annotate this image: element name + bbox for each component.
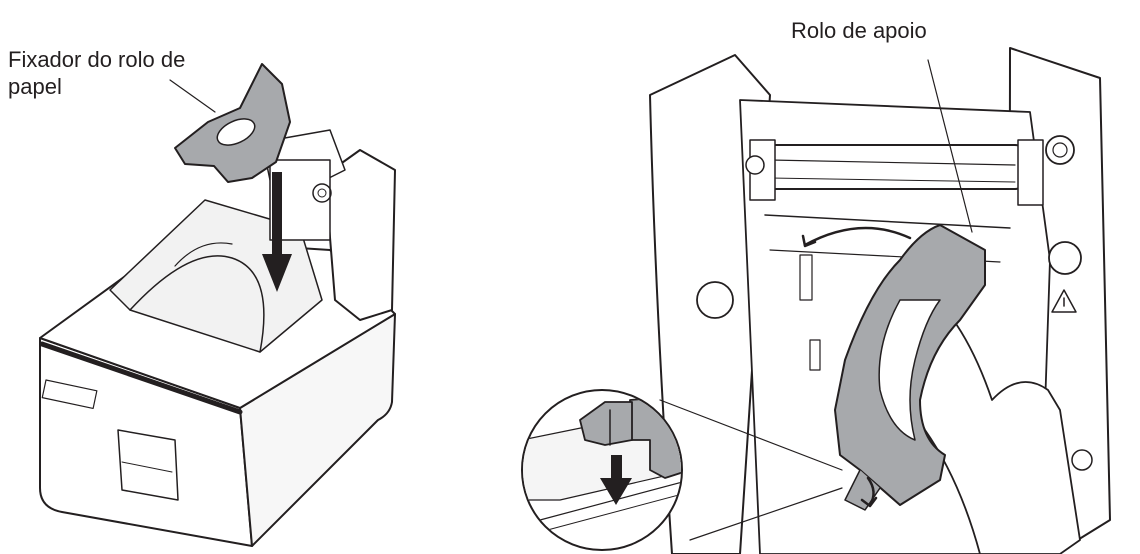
printer-right-illustration [521, 47, 1111, 554]
magnifier-leader-bottom [689, 487, 843, 541]
paper-outlet [117, 429, 179, 501]
callout-paper-roll-holder-line2: papel [8, 74, 62, 99]
down-arrow-icon [262, 172, 292, 292]
gear [312, 183, 332, 203]
callout-leader-left [169, 79, 216, 113]
callout-backup-roller: Rolo de apoio [791, 18, 927, 43]
callout-leader-right [927, 59, 973, 233]
backup-roller [759, 144, 1026, 190]
warning-triangle-icon [1051, 289, 1077, 313]
callout-paper-roll-holder: Fixador do rolo de papel [8, 46, 185, 100]
magnifier-leader-top [659, 399, 843, 471]
side-hole-right [1048, 241, 1082, 275]
curved-arrow-icon [803, 226, 912, 247]
front-slot [39, 341, 243, 415]
printer-side-face [239, 313, 396, 547]
roller-gear-left [745, 155, 765, 175]
printer-cover [324, 149, 396, 321]
down-arrow-icon-zoom [600, 455, 632, 505]
roller-gear-right [1045, 135, 1075, 165]
callout-paper-roll-holder-line1: Fixador do rolo de [8, 47, 186, 72]
printer-left-illustration [39, 63, 396, 547]
side-hole-left [696, 281, 734, 319]
front-label [41, 379, 98, 410]
